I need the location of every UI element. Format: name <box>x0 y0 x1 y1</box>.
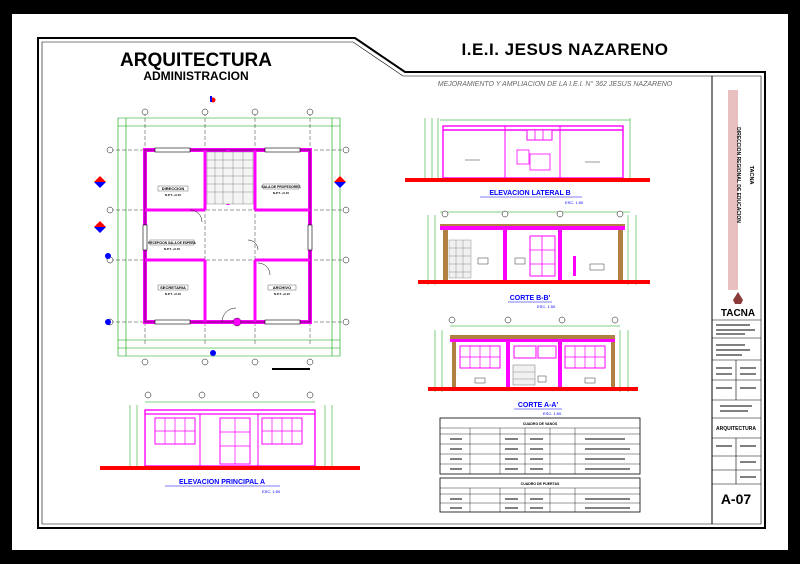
elevation-main-a: ELEVACION PRINCIPAL A ESC. 1:50 <box>100 391 360 494</box>
svg-text:ESC. 1:50: ESC. 1:50 <box>543 411 562 416</box>
region-text: TACNA <box>748 166 754 185</box>
svg-text:N.P.T. +0.15: N.P.T. +0.15 <box>165 193 182 197</box>
room-secretaria: SECRETARIA <box>160 285 186 290</box>
logo-text: TACNA <box>721 308 755 319</box>
paper <box>12 14 788 550</box>
section-b-title: CORTE B-B' <box>510 295 551 302</box>
windows-table: CUADRO DE VANOS <box>439 417 641 475</box>
project-caption: MEJORAMIENTO Y AMPLIACION DE LA I.E.I. N… <box>438 80 673 88</box>
regional-logo-icon <box>733 292 743 304</box>
doors-table: CUADRO DE PUERTAS <box>439 477 641 513</box>
floor-plan: DIRECCION N.P.T. +0.15 SALA DE PROFESORE… <box>94 96 350 370</box>
section-a: CORTE A-A' ESC. 1:50 <box>428 316 638 416</box>
svg-text:ESC. 1:50: ESC. 1:50 <box>262 489 281 494</box>
svg-text:N.P.T. +0.15: N.P.T. +0.15 <box>164 247 181 251</box>
section-a-title: CORTE A-A' <box>518 402 559 409</box>
svg-text:ESC. 1:50: ESC. 1:50 <box>537 304 556 309</box>
room-archivo: ARCHIVO <box>273 285 291 290</box>
elevation-lateral-title: ELEVACION LATERAL B <box>489 190 570 197</box>
school-title: I.E.I. JESUS NAZARENO <box>462 40 669 59</box>
title-block: DIRECCION REGIONAL DE EDUCACION TACNA TA… <box>711 76 761 524</box>
sheet-number: A-07 <box>721 491 752 507</box>
main-title: ARQUITECTURA <box>120 50 272 71</box>
section-marker-icons <box>94 176 346 356</box>
title-strip <box>728 90 738 290</box>
doors-table-title: CUADRO DE PUERTAS <box>521 482 560 486</box>
elevation-main-title: ELEVACION PRINCIPAL A <box>179 479 265 486</box>
sheet-label: ARQUITECTURA <box>716 426 756 432</box>
windows-table-title: CUADRO DE VANOS <box>523 422 558 426</box>
svg-text:N.P.T. +0.15: N.P.T. +0.15 <box>273 191 290 195</box>
room-direccion: DIRECCION <box>162 186 185 191</box>
svg-text:N.P.T. +0.15: N.P.T. +0.15 <box>274 292 291 296</box>
room-recepcion: RECEPCION SALA DE ESPERA <box>148 241 196 245</box>
elevation-lateral-b: ELEVACION LATERAL B ESC. 1:50 <box>405 118 650 205</box>
svg-text:ESC. 1:50: ESC. 1:50 <box>565 200 584 205</box>
sheet-frame-inner <box>41 41 762 525</box>
section-b: CORTE B-B' ESC. 1:50 <box>418 210 650 309</box>
room-sala-profesores: SALA DE PROFESORES <box>261 185 301 189</box>
svg-text:N.P.T. +0.15: N.P.T. +0.15 <box>165 292 182 296</box>
main-subtitle: ADMINISTRACION <box>143 69 248 83</box>
institution-text: DIRECCION REGIONAL DE EDUCACION <box>735 127 741 223</box>
sheet-frame <box>37 37 766 529</box>
